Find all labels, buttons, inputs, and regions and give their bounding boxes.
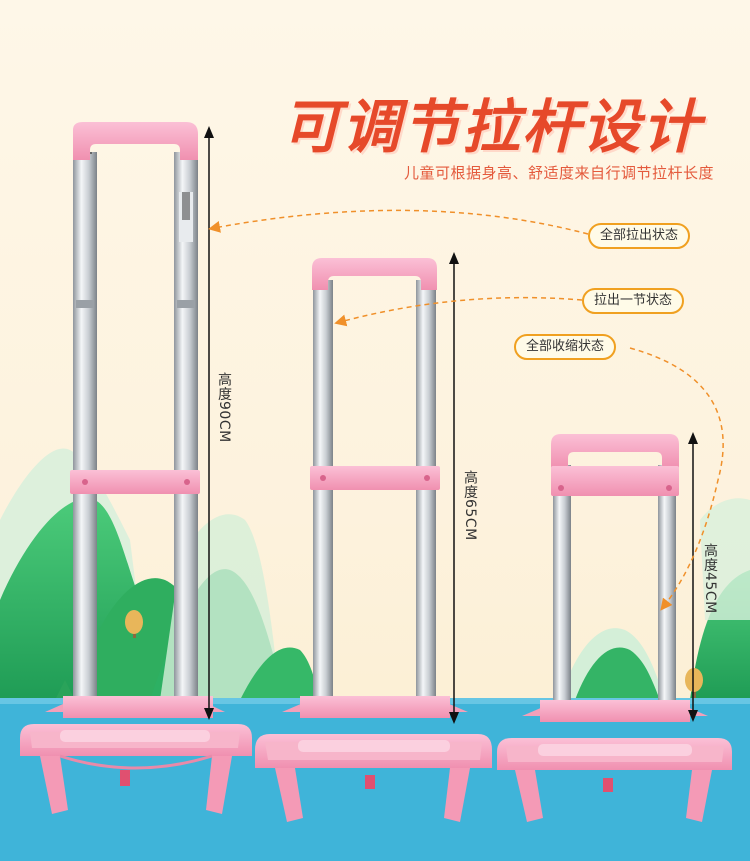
height-label-45: 高度45CM	[702, 543, 718, 614]
trolley-fully-extended	[20, 122, 252, 814]
tree-left	[125, 610, 143, 638]
callout-lines	[208, 209, 724, 611]
label-one-section: 拉出一节状态	[582, 288, 685, 314]
trolley-one-section	[255, 258, 492, 822]
trolley-retracted	[497, 434, 732, 822]
height-label-90: 高度90CM	[216, 372, 232, 443]
label-retracted: 全部收缩状态	[514, 334, 617, 360]
pole-stamp	[182, 192, 190, 220]
page-title: 可调节拉杆设计	[282, 93, 703, 161]
page-subtitle: 儿童可根据身高、舒适度来自行调节拉杆长度	[404, 164, 715, 182]
height-label-65: 高度65CM	[462, 470, 478, 541]
hills	[0, 448, 750, 700]
label-fully-extended: 全部拉出状态	[588, 223, 691, 249]
tree-right	[685, 668, 703, 698]
